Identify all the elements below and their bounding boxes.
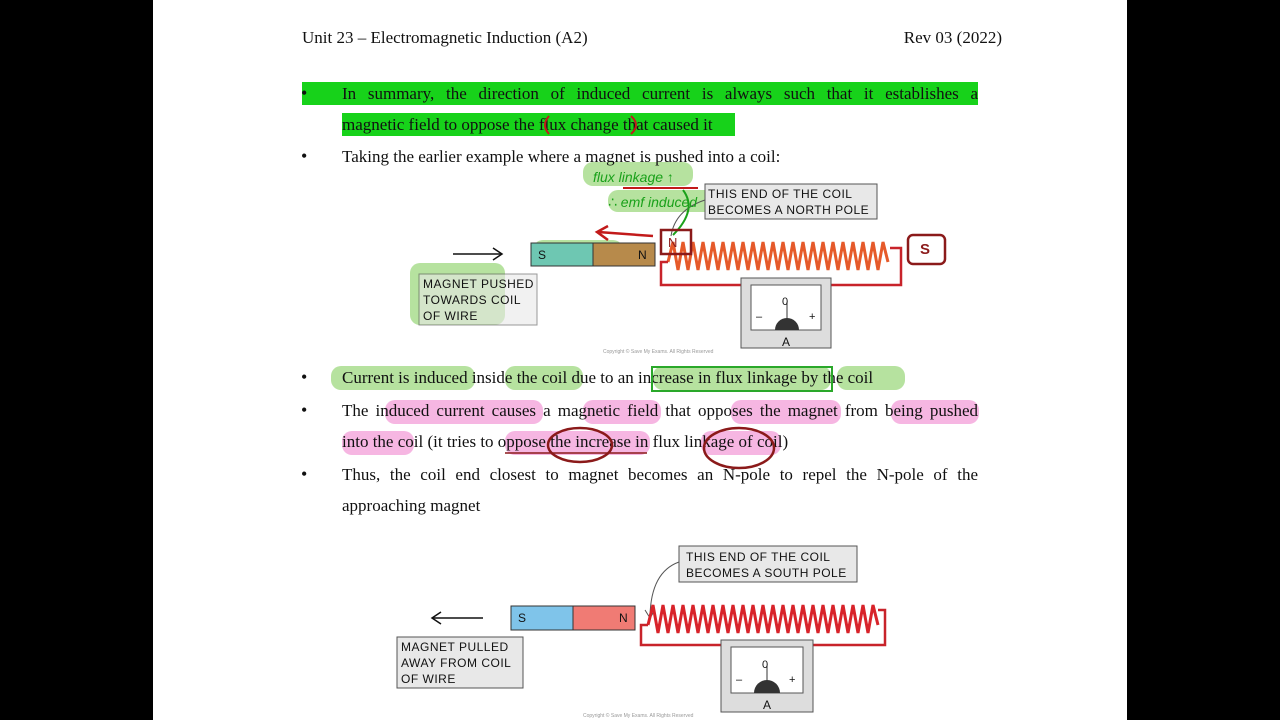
bullet-marker: • xyxy=(301,146,308,166)
arrow-left-icon xyxy=(430,611,483,625)
caption-line-2: TOWARDS COIL xyxy=(423,293,521,307)
highlight-flux-linkage-note xyxy=(583,162,693,186)
callout-line-1: THIS END OF THE COIL xyxy=(686,550,830,564)
caption-line-3: OF WIRE xyxy=(423,309,478,323)
caption-line-3: OF WIRE xyxy=(401,672,456,686)
note-emf-induced: ∴ emf induced xyxy=(608,194,698,210)
highlight-oppose-increase xyxy=(505,431,650,455)
bullet-marker: • xyxy=(301,367,308,387)
arrow-right-icon xyxy=(453,247,504,261)
ammeter-minus: – xyxy=(756,311,763,323)
caption-line-1: MAGNET PULLED xyxy=(401,640,509,654)
bullet-marker: • xyxy=(301,464,308,484)
caption-line-1: MAGNET PUSHED xyxy=(423,277,534,291)
thus-line-2: approaching magnet xyxy=(342,496,481,515)
highlight-magnetic-field xyxy=(583,400,661,424)
summary-line-2: magnetic field to oppose the flux change… xyxy=(342,115,713,134)
highlight-current-is-induced xyxy=(331,366,475,390)
annotation-s-pole: S xyxy=(920,241,930,258)
magnet-n-label: N xyxy=(619,611,628,625)
note-flux-linkage: flux linkage ↑ xyxy=(593,169,674,185)
highlight-summary-line2 xyxy=(342,113,735,136)
copyright-text: Copyright © Save My Exams. All Rights Re… xyxy=(583,712,694,719)
annotation-n-box: N xyxy=(668,235,677,250)
caption-box: MAGNET PUSHED TOWARDS COIL OF WIRE xyxy=(418,273,538,326)
bullet-marker: • xyxy=(301,400,308,420)
callout-line-2: BECOMES A NORTH POLE xyxy=(708,203,869,217)
highlight-being-pushed xyxy=(891,400,979,424)
header-revision: Rev 03 (2022) xyxy=(903,28,1002,47)
ammeter-zero: 0 xyxy=(782,296,788,308)
magnet-n-label: N xyxy=(638,248,647,262)
summary-line-1: In summary, the direction of induced cur… xyxy=(342,84,978,103)
highlight-by-the-coil xyxy=(837,366,905,390)
box-increase-flux-linkage xyxy=(651,366,833,392)
highlight-opposes-magnet xyxy=(731,400,841,424)
callout-line-2: BECOMES A SOUTH POLE xyxy=(686,566,847,580)
document-page: Unit 23 – Electromagnetic Induction (A2)… xyxy=(153,0,1127,720)
callout-box: THIS END OF THE COIL BECOMES A SOUTH POL… xyxy=(644,545,858,619)
caption-line-2: AWAY FROM COIL xyxy=(401,656,511,670)
circle-annotations xyxy=(505,115,776,470)
example-intro-line: Taking the earlier example where a magne… xyxy=(342,147,781,166)
ammeter: 0 – + A xyxy=(720,639,814,713)
callout-box: THIS END OF THE COIL BECOMES A NORTH POL… xyxy=(670,183,878,237)
ammeter-plus: + xyxy=(809,311,815,323)
caption-box: MAGNET PULLED AWAY FROM COIL OF WIRE xyxy=(396,636,524,689)
bullet-marker: • xyxy=(301,83,308,103)
highlight-summary-line1 xyxy=(302,82,978,105)
highlight-increase-flux xyxy=(653,366,831,390)
bar-magnet: S N xyxy=(530,242,656,267)
diagram-magnet-pulled: S N MAGNET PULLED AWAY FROM COIL OF WIRE… xyxy=(396,545,887,719)
ammeter-label: A xyxy=(782,335,790,349)
induced-current-line-2: into the coil (it tries to oppose the in… xyxy=(342,432,789,451)
callout-line-1: THIS END OF THE COIL xyxy=(708,187,852,201)
ammeter-plus: + xyxy=(789,674,795,686)
ammeter-label: A xyxy=(763,698,771,712)
coil-of-wire xyxy=(639,604,887,647)
current-induced-line: Current is induced inside the coil due t… xyxy=(342,368,874,387)
diagram-magnet-pushed: S N MAGNET PUSHED TOWARDS COIL OF WIRE T… xyxy=(418,169,947,355)
ammeter: 0 – + A xyxy=(740,277,832,349)
induced-current-line-1: The induced current causes a magnetic fi… xyxy=(342,401,978,420)
magnet-s-label: S xyxy=(538,248,546,262)
copyright-text: Copyright © Save My Exams. All Rights Re… xyxy=(603,348,714,355)
bar-magnet: S N xyxy=(510,605,636,631)
highlight-into-the-coil xyxy=(342,431,414,455)
highlight-the-coil xyxy=(505,366,583,390)
magnet-s-label: S xyxy=(518,611,526,625)
header-unit-title: Unit 23 – Electromagnetic Induction (A2) xyxy=(302,28,588,47)
thus-line-1: Thus, the coil end closest to magnet bec… xyxy=(342,465,978,484)
handwritten-annotations: flux linkage ↑ ∴ emf induced N S xyxy=(593,169,947,266)
ammeter-minus: – xyxy=(736,674,743,686)
ammeter-zero: 0 xyxy=(762,659,768,671)
highlight-induced-current xyxy=(385,400,543,424)
